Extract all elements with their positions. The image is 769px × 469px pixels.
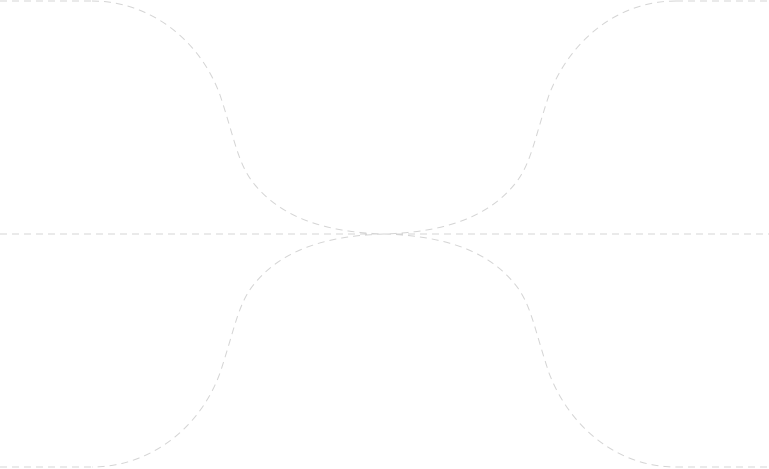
top-left-curve bbox=[91, 0, 385, 235]
top-right-curve bbox=[383, 0, 677, 235]
bottom-left-curve bbox=[91, 233, 385, 468]
bottom-right-curve bbox=[383, 233, 677, 468]
